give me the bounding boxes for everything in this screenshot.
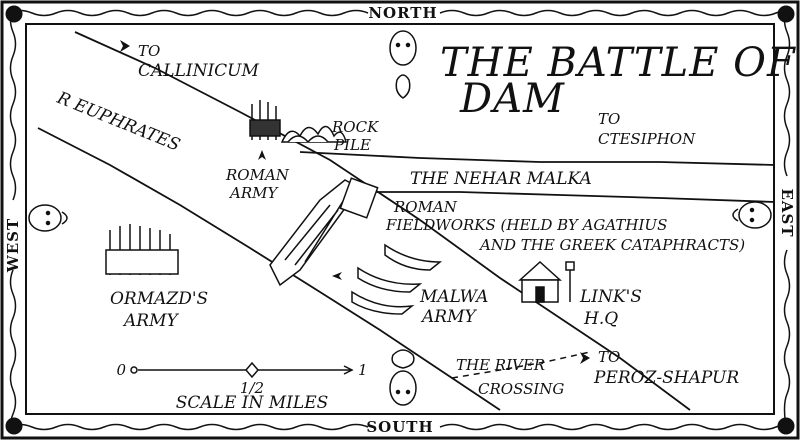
links-hq-label-2: H.Q	[583, 309, 618, 329]
west-label: WEST	[4, 218, 22, 273]
malwa-army-label-2: ARMY	[420, 307, 477, 327]
to-ctesiphon-label-1: TO	[598, 110, 620, 128]
scale-title-label: SCALE IN MILES	[176, 393, 329, 413]
links-hq-building-icon	[518, 260, 575, 303]
to-callinicum-label-1: TO	[138, 42, 160, 60]
south-label: SOUTH	[366, 418, 433, 436]
arrow-to-peroz-shapur-icon	[580, 352, 590, 364]
ormazd-army-label-2: ARMY	[122, 311, 179, 331]
fieldworks-label-3: AND THE GREEK CATAPHRACTS)	[478, 236, 745, 254]
map-title-line-2: DAM	[459, 76, 565, 122]
arrow-to-callinicum-icon	[120, 40, 130, 52]
malwa-army-boats-icon	[351, 243, 443, 315]
river-crossing-route	[451, 351, 591, 379]
arrow-malwa-icon	[332, 272, 342, 280]
wind-face-west-icon	[28, 204, 68, 232]
wind-face-east-icon	[732, 201, 772, 229]
east-label: EAST	[778, 188, 796, 237]
roman-army-troops-icon	[249, 100, 281, 140]
fieldworks-label-2: FIELDWORKS (HELD BY AGATHIUS	[385, 216, 667, 234]
to-callinicum-label-2: CALLINICUM	[138, 61, 260, 81]
ormazd-army-icon	[105, 224, 179, 275]
rock-pile-icon	[280, 125, 347, 143]
arrow-roman-army-icon	[258, 150, 266, 160]
scale-bar	[130, 361, 354, 379]
nehar-malka-canal	[299, 151, 776, 203]
rock-pile-label-1: ROCK	[331, 118, 379, 136]
to-peroz-shapur-label-2: PEROZ-SHAPUR	[593, 368, 739, 388]
scale-mid-label: 1/2	[240, 379, 264, 397]
arrow-icons	[120, 40, 590, 364]
river-crossing-label-2: CROSSING	[478, 380, 564, 398]
ormazd-army-label-1: ORMAZD'S	[110, 289, 208, 309]
rock-pile-label-2: PILE	[333, 136, 371, 154]
roman-army-label-1: ROMAN	[225, 166, 290, 184]
scale-end-label: 1	[358, 361, 368, 379]
wind-face-north-icon	[389, 30, 417, 99]
fieldworks-label-1: ROMAN	[393, 198, 458, 216]
roman-army-label-2: ARMY	[228, 184, 279, 202]
map-title-line-1: THE BATTLE OF THE	[440, 40, 800, 86]
links-hq-label-1: LINK'S	[579, 287, 642, 307]
dam-fieldworks-icon	[269, 177, 379, 287]
nehar-malka-label: THE NEHAR MALKA	[410, 169, 592, 189]
malwa-army-label-1: MALWA	[419, 287, 488, 307]
to-ctesiphon-label-2: CTESIPHON	[598, 130, 696, 148]
scale-start-label: 0	[116, 361, 126, 379]
north-label: NORTH	[368, 4, 437, 22]
to-peroz-shapur-label-1: TO	[598, 348, 620, 366]
wind-face-south-icon	[389, 349, 417, 406]
river-crossing-label-1: THE RIVER	[456, 356, 545, 374]
